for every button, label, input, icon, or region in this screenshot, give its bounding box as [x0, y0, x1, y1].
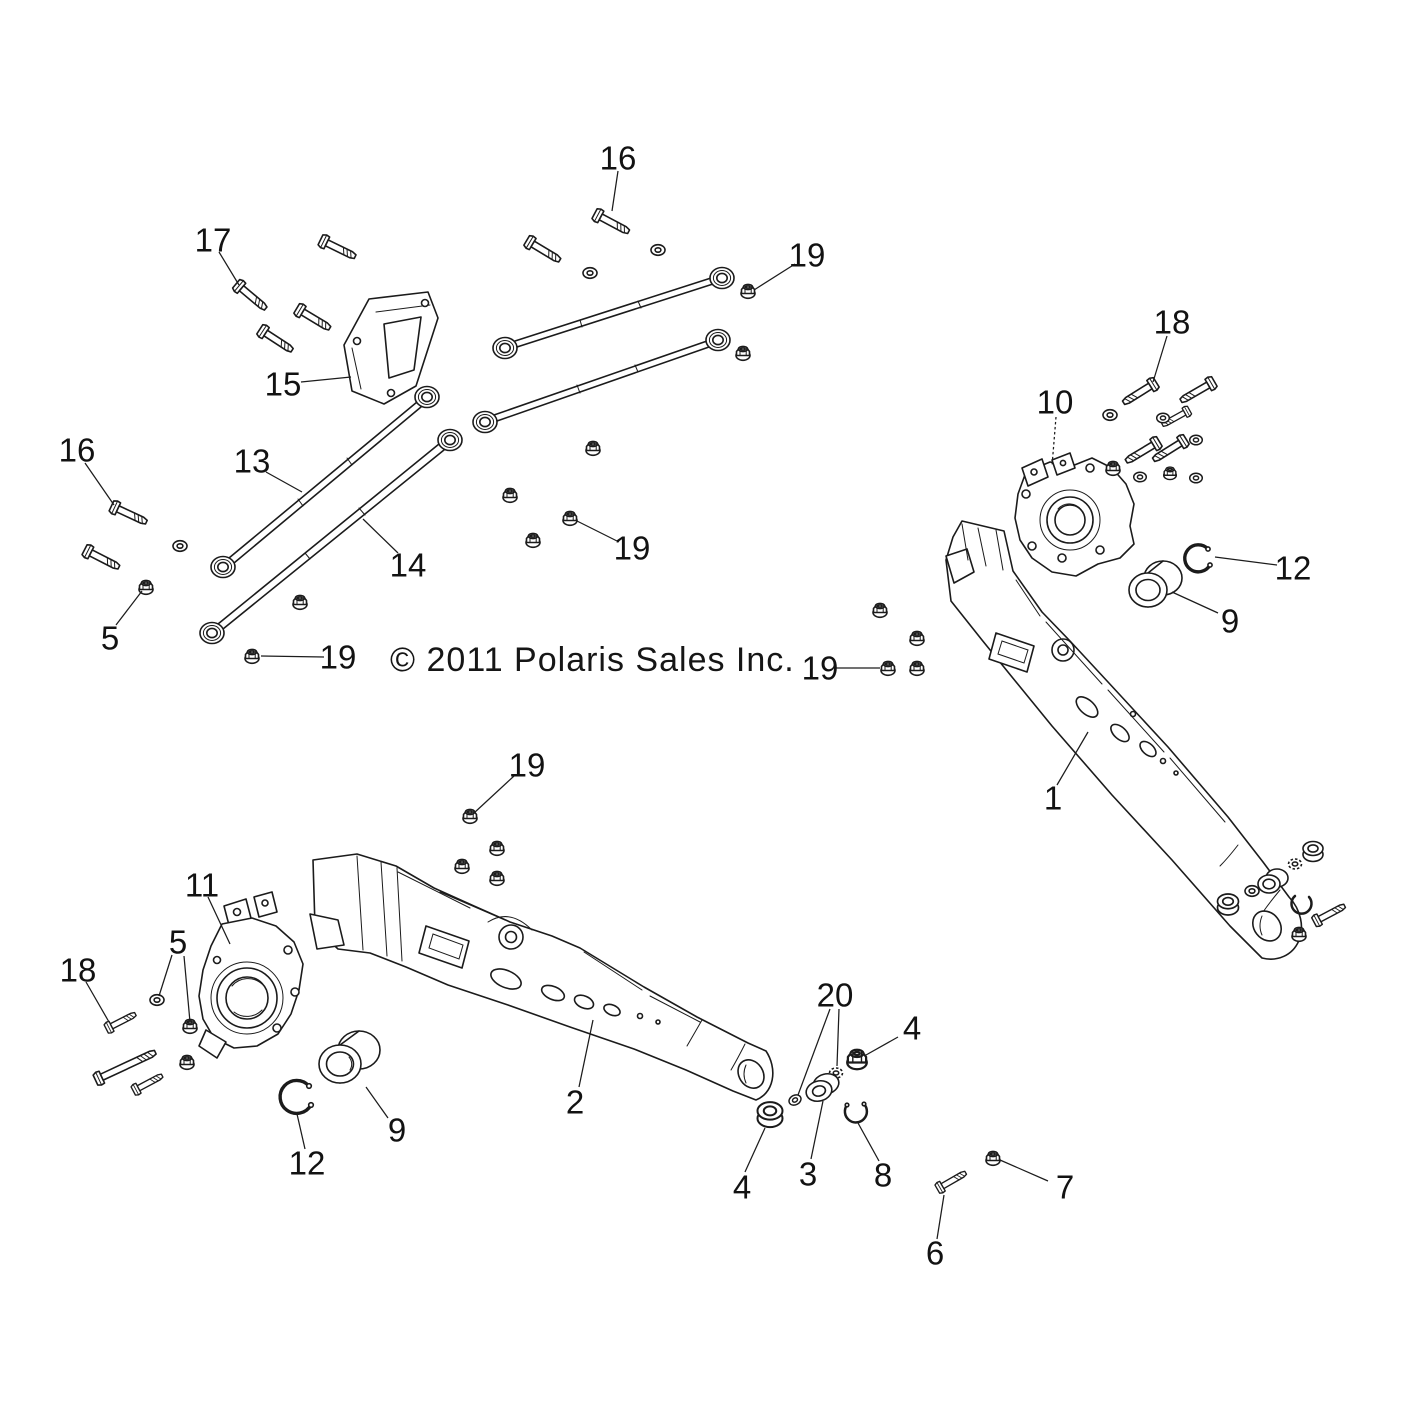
callout-label: 19: [509, 747, 546, 784]
bolt: [292, 301, 335, 336]
bolt-16-top: [590, 206, 633, 239]
callout-label: 18: [1154, 304, 1191, 341]
callout-label: 1: [1044, 780, 1062, 817]
radius-rod-13: [210, 385, 440, 579]
callout-label: 12: [1275, 550, 1312, 587]
bolt: [1310, 899, 1349, 929]
callout-label: 16: [59, 432, 96, 469]
bolt: [1121, 434, 1164, 469]
callout-label: 9: [388, 1112, 406, 1149]
bolt: [255, 322, 297, 357]
callout-label: 19: [614, 530, 651, 567]
callout-label: 20: [817, 977, 854, 1014]
callout-label: 6: [926, 1235, 944, 1272]
bolt: [1176, 374, 1219, 408]
callout-label: 10: [1037, 384, 1074, 421]
callout-label: 14: [390, 547, 427, 584]
callout-label: 19: [802, 650, 839, 687]
callout-label: 2: [566, 1084, 584, 1121]
snap-ring-small: [1290, 894, 1313, 915]
callout-label: 13: [234, 443, 271, 480]
callout-label: 11: [185, 867, 219, 904]
bolt-16-left: [107, 498, 151, 530]
callout-label: 19: [320, 639, 357, 676]
bolt: [80, 542, 123, 575]
bushing-3: [805, 1072, 840, 1103]
callout-label: 5: [169, 924, 187, 961]
bolt-6: [933, 1166, 970, 1195]
bolt-17: [230, 277, 271, 315]
callout-label: 17: [195, 222, 232, 259]
leader-lines: [84, 170, 1278, 1240]
callout-label: 12: [289, 1145, 326, 1182]
callout-label: 7: [1056, 1169, 1074, 1206]
trailing-arm-right: [945, 520, 1303, 960]
snap-ring-left: [278, 1078, 315, 1116]
snap-ring-right: [1183, 543, 1213, 574]
bushing-set-rear: [1216, 840, 1324, 916]
copyright-text: © 2011 Polaris Sales Inc.: [390, 641, 795, 679]
hub-carrier-right: [1014, 452, 1135, 577]
radius-rod-upper-front: [492, 266, 735, 360]
radius-rod-upper-rear: [472, 328, 731, 434]
bolt: [316, 232, 359, 264]
callout-label: 18: [60, 952, 97, 989]
callout-label: 4: [903, 1010, 921, 1047]
callout-label: 4: [733, 1169, 751, 1206]
trailing-arm-left: [309, 853, 774, 1101]
bolt: [129, 1069, 166, 1097]
callout-label: 8: [874, 1157, 892, 1194]
callout-label: 15: [265, 366, 302, 403]
rod-mount-bracket: [343, 291, 439, 405]
callout-label: 3: [799, 1156, 817, 1193]
bolt: [522, 233, 565, 268]
bearing-left: [318, 1030, 381, 1084]
callout-label: 9: [1221, 603, 1239, 640]
bearing-right: [1128, 560, 1183, 608]
callout-labels: 16 17 19 18 15 10 16 13 12 14 19 9 5 19 …: [59, 140, 1312, 1272]
bushing-4: [756, 1101, 784, 1129]
callout-label: 19: [789, 237, 826, 274]
radius-rod-14: [199, 428, 463, 645]
snap-ring-8: [843, 1101, 869, 1124]
callout-label: 16: [600, 140, 637, 177]
callout-label: 5: [101, 620, 119, 657]
hub-carrier-left: [198, 891, 304, 1059]
bolt-18-right: [1119, 375, 1161, 410]
